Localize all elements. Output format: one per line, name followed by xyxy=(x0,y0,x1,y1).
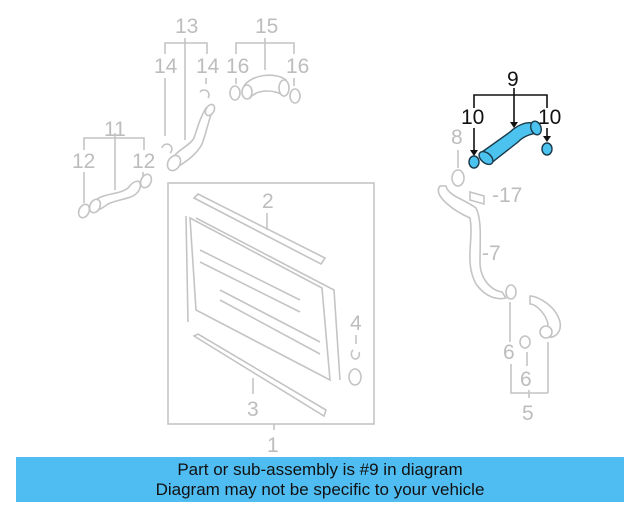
callout-4: 4 xyxy=(350,312,362,335)
callout-7: -7 xyxy=(482,242,501,265)
callout-13: 13 xyxy=(175,15,198,38)
callout-2: 2 xyxy=(262,190,274,213)
info-banner: Part or sub-assembly is #9 in diagram Di… xyxy=(16,457,624,502)
callout-9: 9 xyxy=(507,68,519,91)
callout-14a: 14 xyxy=(154,55,178,78)
part-group-15: 15 16 16 xyxy=(226,15,309,104)
callout-1: 1 xyxy=(267,434,279,457)
callout-14b: 14 xyxy=(196,55,220,78)
part-9-highlighted: 9 10 10 xyxy=(461,68,561,169)
part-group-1: 1 2 3 4 xyxy=(167,182,375,457)
callout-15: 15 xyxy=(255,15,278,38)
part-group-11: 11 12 12 xyxy=(72,118,155,219)
callout-5: 5 xyxy=(522,402,534,425)
callout-17: -17 xyxy=(492,184,522,207)
banner-line-1: Part or sub-assembly is #9 in diagram xyxy=(177,460,463,479)
callout-12b: 12 xyxy=(132,150,155,173)
callout-16b: 16 xyxy=(286,55,309,78)
callout-6b: 6 xyxy=(520,368,532,391)
callout-10a: 10 xyxy=(461,106,484,129)
callout-10b: 10 xyxy=(538,106,561,129)
banner-line-2: Diagram may not be specific to your vehi… xyxy=(155,480,485,499)
callout-11: 11 xyxy=(104,118,126,141)
callout-6a: 6 xyxy=(503,341,515,364)
callout-3: 3 xyxy=(247,398,259,421)
callout-12a: 12 xyxy=(72,150,95,173)
callout-8: 8 xyxy=(451,126,463,149)
callout-16a: 16 xyxy=(226,55,249,78)
part-group-5-7: 8 -17 -7 6 6 5 xyxy=(437,126,562,425)
part-group-13: 13 14 14 xyxy=(154,15,220,172)
